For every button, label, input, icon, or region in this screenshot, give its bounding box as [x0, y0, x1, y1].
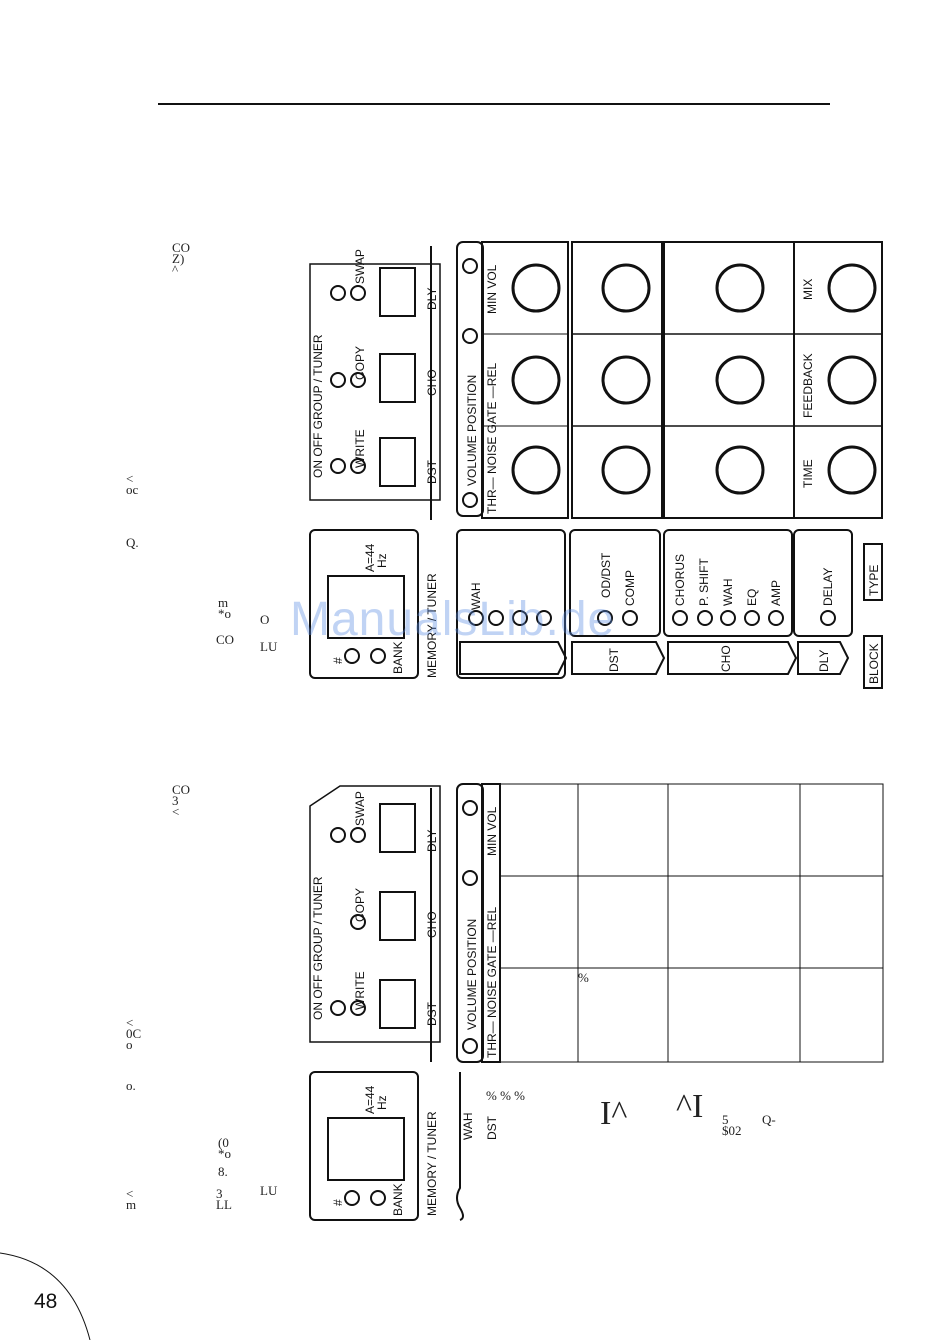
scrap-s02: 5 $02 — [722, 1112, 742, 1138]
scrap-caret-i: ^I — [676, 1088, 704, 1125]
group-title-label: ON OFF GROUP / TUNER — [311, 334, 325, 478]
wah-label-2: WAH — [461, 1112, 475, 1140]
swap-label-2: SWAP — [353, 791, 367, 826]
memory-tuner-label: MEMORY / TUNER — [425, 573, 439, 678]
tuner-ref-label: A=44 — [363, 543, 377, 572]
hash-label: # — [331, 657, 345, 664]
copy-label-2: COPY — [353, 888, 367, 922]
scrap-top-mo: m *o — [218, 595, 231, 621]
time-label: TIME — [801, 459, 815, 488]
hz-label: Hz — [375, 553, 389, 568]
mix-label: MIX — [801, 279, 815, 300]
cho-switch-label: CHO — [425, 369, 439, 396]
write-label: WRITE — [353, 429, 367, 468]
bank-label-2: BANK — [391, 1183, 405, 1216]
delay-label: DELAY — [821, 568, 835, 606]
eq-label: EQ — [745, 589, 759, 606]
tuner-ref-label-2: A=44 — [363, 1085, 377, 1114]
dly-switch-label-2: DLY — [425, 830, 439, 852]
scrap-top-oc: < oc — [126, 471, 139, 497]
scrap-bot-8: 8. — [218, 1164, 228, 1179]
block-label: BLOCK — [867, 643, 881, 684]
wah-type-label: WAH — [721, 578, 735, 606]
watermark: ManualsLib.de — [290, 593, 616, 646]
scrap-bot-0: (0 *o — [218, 1135, 231, 1161]
bank-label: BANK — [391, 641, 405, 674]
type-label: TYPE — [867, 565, 881, 596]
wah-label: WAH — [469, 582, 483, 610]
control-panel-diagram-bottom: ON OFF GROUP / TUNER WRITE COPY SWAP DST… — [300, 780, 900, 1235]
scrap-bot-o: o. — [126, 1078, 136, 1093]
hz-label-2: Hz — [375, 1095, 389, 1110]
scrap-top-o: O — [260, 612, 270, 627]
scrap-q-dash: Q- — [762, 1112, 776, 1127]
cho-block-label: CHO — [719, 645, 733, 672]
scrap-pct: % % % — [486, 1088, 525, 1103]
feedback-label: FEEDBACK — [801, 353, 815, 418]
scrap-bot-oc: < 0C o — [126, 1015, 142, 1052]
scrap-bot-m: < m — [126, 1186, 137, 1212]
scrap-pct2: % — [578, 970, 589, 985]
p-shift-label: P. SHIFT — [697, 558, 711, 606]
page-number: 48 — [34, 1290, 58, 1313]
scrap-top-lu: LU — [260, 639, 278, 654]
min-vol-label-2: MIN VOL — [485, 806, 499, 856]
amp-label: AMP — [769, 580, 783, 606]
dst-block-label: DST — [607, 647, 621, 672]
page-corner-arc — [0, 1252, 91, 1340]
hash-label-2: # — [331, 1199, 345, 1206]
memory-tuner-label-2: MEMORY / TUNER — [425, 1111, 439, 1216]
swap-label: SWAP — [353, 249, 367, 284]
comp-label: COMP — [623, 570, 637, 606]
volume-position-label-2: VOLUME POSITION — [465, 919, 479, 1030]
noise-gate-label: THR— NOISE GATE —REL — [485, 363, 499, 514]
scrap-top-co2: CO — [216, 632, 235, 647]
volume-position-label: VOLUME POSITION — [465, 375, 479, 486]
dst-switch-label-2: DST — [425, 1001, 439, 1026]
copy-label: COPY — [353, 346, 367, 380]
dst-switch-label: DST — [425, 459, 439, 484]
scrap-bot-lu: LU — [260, 1183, 278, 1198]
header-rule — [158, 103, 830, 105]
od-dst-label: OD/DST — [599, 552, 613, 598]
noise-gate-label-2: THR— NOISE GATE —REL — [485, 907, 499, 1058]
min-vol-label: MIN VOL — [485, 264, 499, 314]
scrap-top-q: Q. — [126, 535, 139, 550]
write-label-2: WRITE — [353, 971, 367, 1010]
cho-switch-label-2: CHO — [425, 911, 439, 938]
group-title-label-2: ON OFF GROUP / TUNER — [311, 876, 325, 1020]
scrap-bot-3: 3 LL — [216, 1186, 232, 1212]
control-panel-diagram-top: ON OFF GROUP / TUNER WRITE COPY SWAP DST… — [300, 238, 900, 703]
scrap-i-caret: I^ — [600, 1095, 628, 1132]
scrap-top-co: CO Z) ^ — [172, 240, 191, 277]
dly-block-label: DLY — [817, 650, 831, 672]
chorus-label: CHORUS — [673, 554, 687, 606]
dst-label-2: DST — [485, 1115, 499, 1140]
scrap-bot-co: CO 3 < — [172, 782, 191, 819]
dly-switch-label: DLY — [425, 288, 439, 310]
